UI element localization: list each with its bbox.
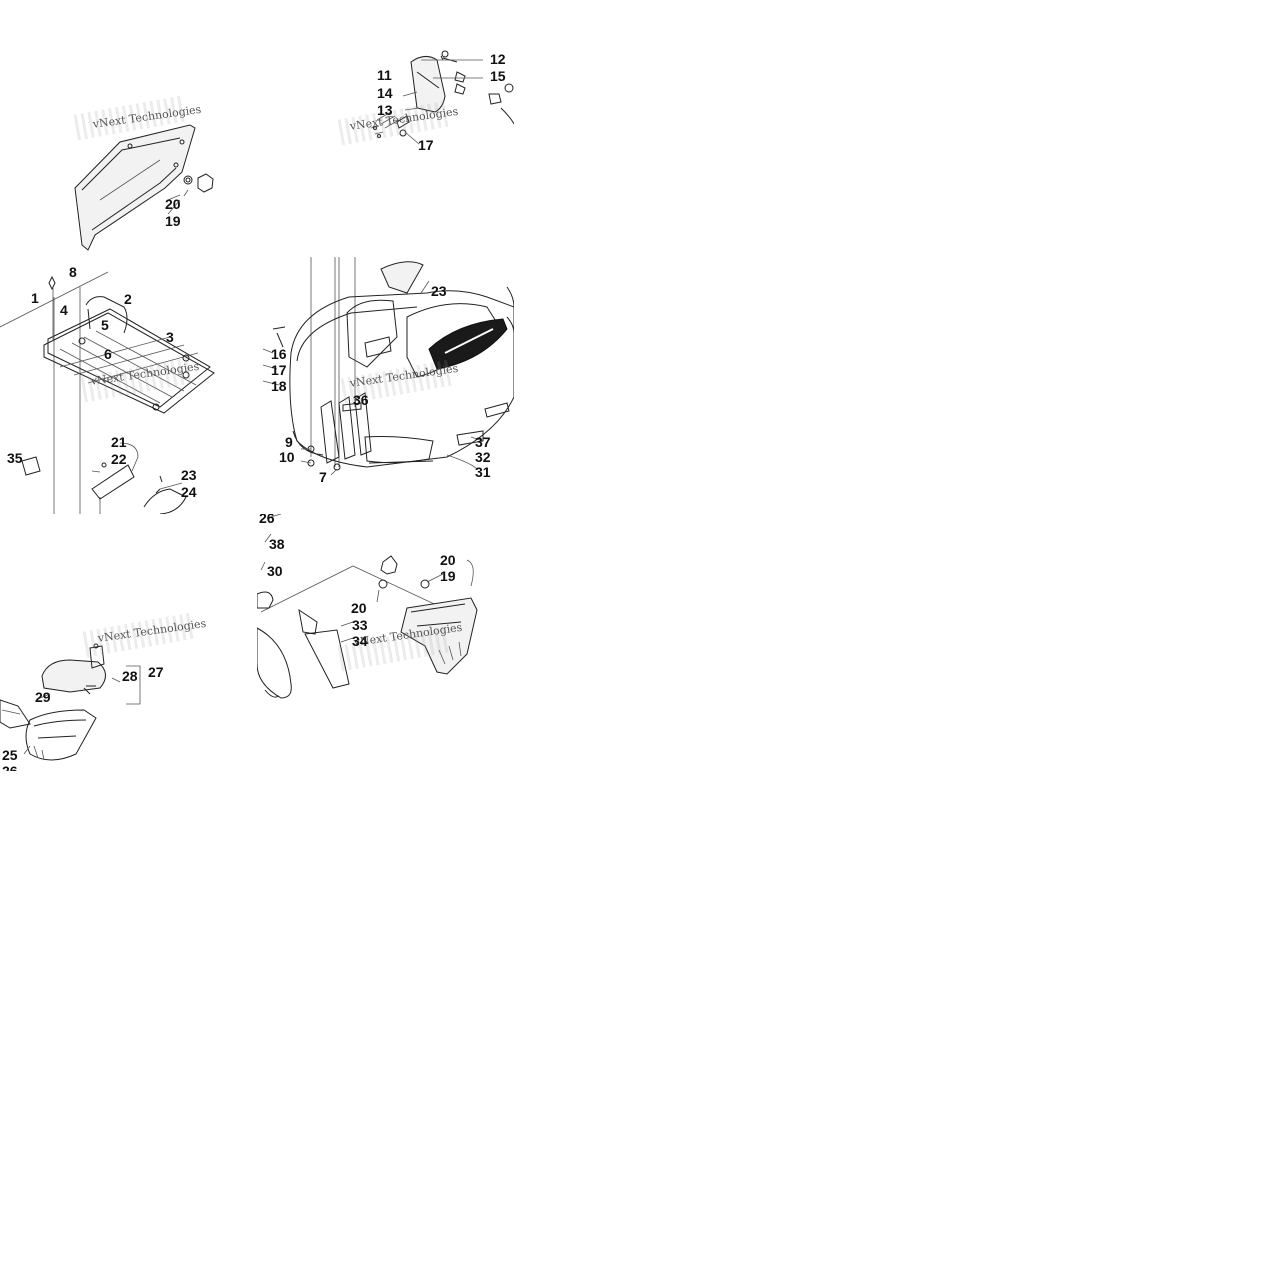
callout-7: 7 (319, 469, 327, 485)
callout-1: 1 (31, 290, 39, 306)
callout-19: 19 (440, 568, 456, 584)
callout-15: 15 (490, 68, 506, 84)
callout-38: 38 (269, 536, 285, 552)
callout-35: 35 (7, 450, 23, 466)
callout-23: 23 (431, 283, 447, 299)
callout-29: 29 (35, 689, 51, 705)
callout-37: 37 (475, 434, 491, 450)
front-rack-drawing (0, 271, 215, 514)
callout-26: 26 (259, 514, 275, 526)
callout-27: 27 (148, 664, 164, 680)
callout-18: 18 (271, 378, 287, 394)
front-body-drawing (262, 257, 514, 476)
callout-23: 23 (181, 467, 197, 483)
fender-right-drawing (257, 514, 478, 699)
diagram-tile-front-rack: vNext Technologies 8 1 2 4 5 3 6 35 21 2… (0, 257, 257, 514)
callout-8: 8 (69, 264, 77, 280)
callout-20: 20 (165, 196, 181, 212)
callout-26: 26 (2, 763, 18, 771)
callout-30: 30 (267, 563, 283, 579)
diagram-tile-front-body: vNext Technologies 23 16 17 18 36 9 10 7… (257, 257, 514, 514)
callout-9: 9 (285, 434, 293, 450)
fender-left-drawing (74, 124, 214, 251)
callout-12: 12 (490, 51, 506, 67)
callout-20: 20 (351, 600, 367, 616)
callout-34: 34 (352, 633, 368, 649)
diagram-tile-storage-box: vNext Technologies 27 28 29 25 26 (0, 514, 257, 771)
callout-22: 22 (111, 451, 127, 467)
callout-5: 5 (101, 317, 109, 333)
callout-17: 17 (271, 362, 287, 378)
diagram-tile-front-fender-right: vNext Technologies 26 38 30 20 19 20 33 … (257, 514, 514, 771)
callout-2: 2 (124, 291, 132, 307)
diagram-tile-headlight-bracket: vNext Technologies 12 11 15 14 13 17 (257, 0, 514, 257)
diagram-tile-front-fender-left: vNext Technologies 20 19 (0, 0, 257, 257)
callout-24: 24 (181, 484, 197, 500)
callout-36: 36 (353, 392, 369, 408)
callout-14: 14 (377, 85, 393, 101)
callout-17: 17 (418, 137, 434, 153)
callout-16: 16 (271, 346, 287, 362)
callout-21: 21 (111, 434, 127, 450)
callout-19: 19 (165, 213, 181, 229)
headlight-bracket-drawing (370, 50, 514, 145)
callout-33: 33 (352, 617, 368, 633)
callout-13: 13 (377, 102, 393, 118)
callout-4: 4 (60, 302, 68, 318)
callout-20: 20 (440, 552, 456, 568)
callout-3: 3 (166, 329, 174, 345)
callout-10: 10 (279, 449, 295, 465)
callout-25: 25 (2, 747, 18, 763)
callout-28: 28 (122, 668, 138, 684)
callout-31: 31 (475, 464, 491, 480)
callout-11: 11 (377, 67, 392, 83)
callout-6: 6 (104, 346, 112, 362)
storage-box-drawing (0, 643, 141, 761)
callout-32: 32 (475, 449, 491, 465)
